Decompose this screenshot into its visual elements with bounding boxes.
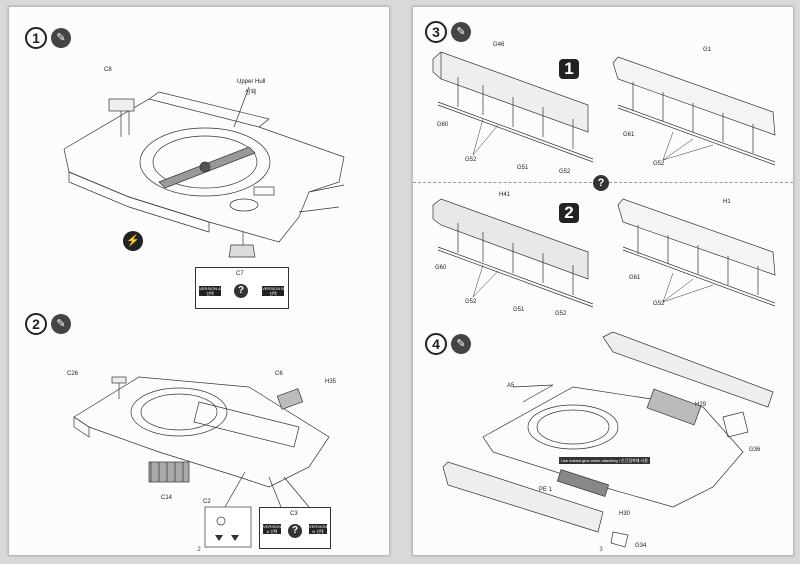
manual-page-right: 3 ✎ 1 G46 G1 G60 G52 G51 G52 G61 G52 ? 2…	[412, 6, 794, 556]
part-label-g52: G52	[559, 169, 571, 175]
part-label-g52: G52	[653, 161, 665, 167]
step-number: 3	[425, 21, 447, 43]
part-label-h30: H30	[619, 511, 631, 517]
page-number: 3	[599, 547, 603, 553]
version-tag-right: VERSION B 선택	[309, 524, 327, 534]
instant-glue-note: Use instant glue when attaching / 순간접착제 …	[559, 457, 650, 464]
part-label-g52: G52	[465, 299, 477, 305]
version-tag-left: VERSION A 선택	[199, 286, 221, 296]
option-box-c3: C3 VERSION A 선택 ? VERSION B 선택	[259, 507, 331, 549]
step-number: 1	[25, 27, 47, 49]
part-label-g60: G60	[435, 265, 447, 271]
part-label-c14: C14	[161, 495, 173, 501]
question-icon: ?	[593, 175, 609, 191]
question-icon: ?	[288, 524, 302, 538]
part-label-h29: H29	[695, 402, 707, 408]
step-number: 4	[425, 333, 447, 355]
part-label-g52: G52	[465, 157, 477, 163]
part-label-c26: C26	[67, 371, 79, 377]
version-badge: 1	[559, 59, 579, 79]
upper-hull-label: Upper Hull	[237, 79, 266, 85]
manual-page-left: 1 ✎ C8 Upper Hull 상체 ⚡ C7 VERSION A 선택 ?…	[8, 6, 390, 556]
page-number: 2	[197, 547, 201, 553]
part-label-g1: G1	[703, 47, 712, 53]
part-label-g61: G61	[623, 132, 635, 138]
glue-icon: ✎	[451, 334, 471, 354]
cement-icon: ⚡	[123, 231, 143, 251]
part-label-g52: G52	[653, 301, 665, 307]
part-label-g61: G61	[629, 275, 641, 281]
part-label-g34: G34	[635, 543, 647, 549]
part-label-g60: G60	[437, 122, 449, 128]
part-label-c6: C6	[275, 371, 283, 377]
version-tag-left: VERSION A 선택	[263, 524, 281, 534]
option-box-c7: C7 VERSION A 선택 ? VERSION B 선택	[195, 267, 289, 309]
part-label-g36: G36	[749, 447, 761, 453]
part-label-h41: H41	[499, 192, 511, 198]
question-icon: ?	[234, 284, 248, 298]
part-label-c2: C2	[203, 499, 211, 505]
upper-hull-kr-label: 상체	[245, 90, 257, 96]
part-label-g52: G52	[555, 311, 567, 317]
part-label-a5: A5	[507, 383, 515, 389]
part-label-h35: H35	[325, 379, 337, 385]
glue-icon: ✎	[451, 22, 471, 42]
step3-4-drawing	[432, 51, 776, 548]
step1-2-drawing	[63, 86, 345, 548]
glue-icon: ✎	[51, 314, 71, 334]
version-tag-right: VERSION B 선택	[262, 286, 284, 296]
part-label-g46: G46	[493, 42, 505, 48]
part-label-g51: G51	[513, 307, 525, 313]
glue-icon: ✎	[51, 28, 71, 48]
version-badge: 2	[559, 203, 579, 223]
part-label-pe1: PE 1	[539, 487, 553, 493]
part-label-h1: H1	[723, 199, 731, 205]
step-number: 2	[25, 313, 47, 335]
part-label-c8: C8	[104, 67, 112, 73]
part-label-c3: C3	[290, 511, 298, 517]
part-label-c7: C7	[236, 271, 244, 277]
part-label-g51: G51	[517, 165, 529, 171]
